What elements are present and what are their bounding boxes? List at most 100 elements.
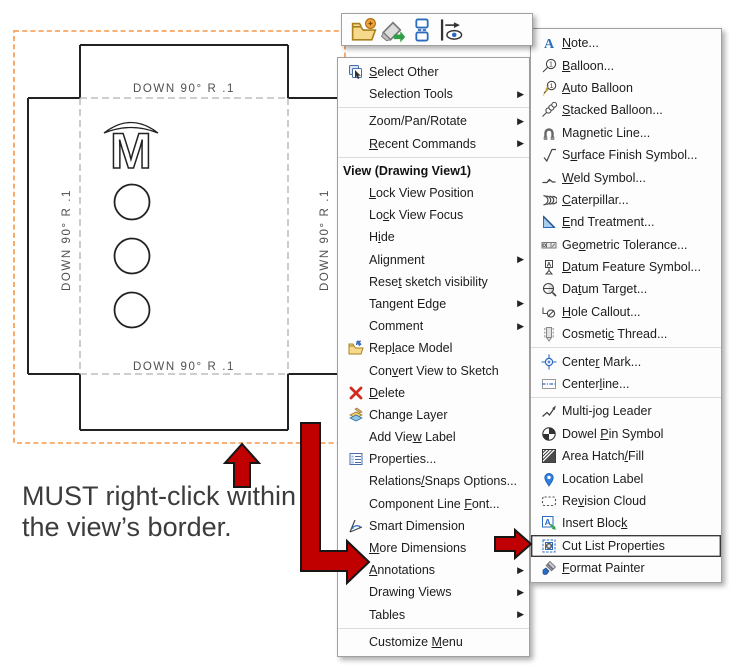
annotations-submenu-label: Location Label [562, 471, 644, 486]
context-menu-item-comment[interactable]: Comment▶ [338, 315, 529, 337]
annotations-submenu-label: Centerline... [562, 377, 630, 392]
annotations-submenu-item-location-label[interactable]: Location Label [531, 467, 721, 489]
hole-circles [113, 183, 151, 329]
context-menu-item-more-dimensions[interactable]: More Dimensions [338, 537, 529, 559]
bend-lines [79, 97, 289, 375]
bend-note-left: DOWN 90° R .1 [61, 189, 73, 291]
annotations-submenu-item-caterpillar[interactable]: Caterpillar... [531, 189, 721, 211]
context-menu-item-zoom-pan-rotate[interactable]: Zoom/Pan/Rotate▶ [338, 110, 529, 132]
context-menu-item-replace-model[interactable]: Replace Model [338, 337, 529, 359]
context-menu-item-tables[interactable]: Tables▶ [338, 604, 529, 626]
annotations-submenu-label: Auto Balloon [562, 80, 633, 95]
annotations-submenu-label: Insert Block [562, 516, 628, 531]
balloon-icon: 1 [536, 58, 562, 74]
context-menu-label: Selection Tools [369, 87, 453, 102]
context-menu-item-customize-menu[interactable]: Customize Menu [338, 631, 529, 653]
toolbar-folder-badge-button[interactable] [351, 17, 377, 42]
context-menu-item-smart-dimension[interactable]: Smart Dimension [338, 515, 529, 537]
context-menu-item-component-line-font[interactable]: Component Line Font... [338, 493, 529, 515]
annotations-submenu-label: Magnetic Line... [562, 125, 651, 140]
annotations-submenu-label: Format Painter [562, 561, 645, 576]
annotations-submenu-label: Area Hatch/Fill [562, 449, 644, 464]
annotations-submenu-item-multi-jog-leader[interactable]: Multi-jog Leader [531, 400, 721, 422]
annotations-submenu-item-cut-list-properties[interactable]: Cut List Properties [531, 535, 721, 557]
context-menu-label: Comment [369, 319, 424, 334]
annotations-submenu-item-datum-target[interactable]: Datum Target... [531, 278, 721, 300]
context-menu-separator [338, 156, 529, 158]
annotations-submenu-item-magnetic-line[interactable]: Magnetic Line... [531, 122, 721, 144]
context-menu-label: Tables [369, 607, 406, 622]
context-menu-label: Component Line Font... [369, 496, 500, 511]
context-menu-label: View (Drawing View1) [343, 163, 472, 178]
blank-icon [343, 607, 369, 623]
dowel-pin-icon [536, 426, 562, 442]
multi-jog-leader-icon [536, 403, 562, 419]
annotations-submenu-item-hole-callout[interactable]: Hole Callout... [531, 301, 721, 323]
context-menu-item-delete[interactable]: Delete [338, 382, 529, 404]
blank-icon [343, 207, 369, 223]
context-menu-item-drawing-views[interactable]: Drawing Views▶ [338, 581, 529, 603]
toolbar-stacked-rects-button[interactable] [409, 18, 435, 42]
annotations-submenu-item-dowel-pin-symbol[interactable]: Dowel Pin Symbol [531, 423, 721, 445]
blank-icon [343, 252, 369, 268]
magnetic-line-icon [536, 125, 562, 141]
context-menu-item-tangent-edge[interactable]: Tangent Edge▶ [338, 293, 529, 315]
blank-icon [343, 136, 369, 152]
context-menu-item-lock-view-position[interactable]: Lock View Position [338, 182, 529, 204]
annotations-submenu-separator [531, 397, 721, 399]
context-menu-item-change-layer[interactable]: Change Layer [338, 404, 529, 426]
annotations-submenu-item-revision-cloud[interactable]: Revision Cloud [531, 490, 721, 512]
context-menu-item-relations-snaps-options[interactable]: Relations/Snaps Options... [338, 470, 529, 492]
hole-callout-icon [536, 304, 562, 320]
context-menu-item-reset-sketch-visibility[interactable]: Reset sketch visibility [338, 271, 529, 293]
context-menu-label: Zoom/Pan/Rotate [369, 114, 467, 129]
blank-icon [343, 185, 369, 201]
annotations-submenu-item-area-hatch-fill[interactable]: Area Hatch/Fill [531, 445, 721, 467]
context-menu-label: Change Layer [369, 407, 448, 422]
annotations-submenu-item-format-painter[interactable]: Format Painter [531, 557, 721, 579]
context-menu-item-annotations[interactable]: Annotations▶ [338, 559, 529, 581]
blank-icon [343, 318, 369, 334]
annotations-submenu-label: Note... [562, 36, 599, 51]
context-menu-label: Lock View Position [369, 186, 474, 201]
context-menu-label: Select Other [369, 65, 439, 80]
context-menu-item-add-view-label[interactable]: Add View Label [338, 426, 529, 448]
context-menu-item-convert-view-to-sketch[interactable]: Convert View to Sketch [338, 359, 529, 381]
annotations-submenu-item-center-mark[interactable]: Center Mark... [531, 350, 721, 372]
cosmetic-thread-icon [536, 326, 562, 343]
annotations-submenu-label: Caterpillar... [562, 192, 629, 207]
annotations-submenu-item-surface-finish-symbol[interactable]: Surface Finish Symbol... [531, 144, 721, 166]
annotations-submenu-item-geometric-tolerance[interactable]: Geometric Tolerance... [531, 234, 721, 256]
context-menu-item-alignment[interactable]: Alignment▶ [338, 249, 529, 271]
context-menu-item-selection-tools[interactable]: Selection Tools▶ [338, 83, 529, 105]
context-menu-header-view-drawing-view1: View (Drawing View1) [338, 160, 529, 182]
annotations-submenu-item-stacked-balloon[interactable]: Stacked Balloon... [531, 99, 721, 121]
context-menu-separator [338, 107, 529, 109]
annotations-submenu-label: Balloon... [562, 58, 615, 73]
annotations-submenu-item-cosmetic-thread[interactable]: Cosmetic Thread... [531, 323, 721, 345]
annotations-submenu-item-centerline[interactable]: Centerline... [531, 373, 721, 395]
context-menu-item-hide[interactable]: Hide [338, 226, 529, 248]
annotations-submenu-label: Datum Target... [562, 282, 648, 297]
blank-icon [343, 113, 369, 129]
annotations-submenu-label: Hole Callout... [562, 304, 641, 319]
annotations-submenu-item-end-treatment[interactable]: End Treatment... [531, 211, 721, 233]
context-menu-item-recent-commands[interactable]: Recent Commands▶ [338, 133, 529, 155]
context-menu-item-lock-view-focus[interactable]: Lock View Focus [338, 204, 529, 226]
context-menu-item-select-other[interactable]: Select Other [338, 61, 529, 83]
toolbar-align-eye-button[interactable] [438, 18, 464, 42]
context-menu-label: Reset sketch visibility [369, 274, 488, 289]
toolbar-eraser-arrow-button[interactable] [380, 18, 406, 42]
submenu-arrow-icon: ▶ [517, 138, 524, 149]
bend-note-top: DOWN 90° R .1 [133, 83, 235, 95]
context-menu-item-properties[interactable]: Properties... [338, 448, 529, 470]
annotations-submenu-item-weld-symbol[interactable]: Weld Symbol... [531, 166, 721, 188]
